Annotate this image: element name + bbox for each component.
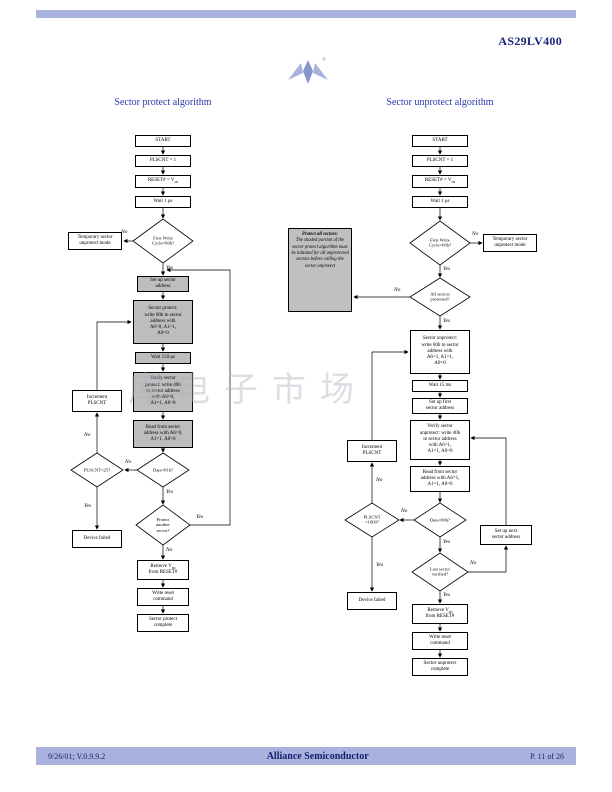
footer-date-version: 9/26/01; V.0.9.9.2 — [48, 751, 106, 761]
yes-label: Yes — [196, 514, 204, 520]
verify-unprotect-box: Verify sector unprotect: write 40h to se… — [410, 420, 470, 460]
first-write-label-right: First Write Cycle=60h? — [428, 237, 452, 248]
note-title: Protect all sectors: — [302, 232, 338, 237]
wait-1us-box-right: Wait 1 μs — [412, 196, 468, 208]
increment-plscnt-box-right: Increment PLSCNT — [347, 440, 397, 462]
sector-unprotect-box: Sector unprotect: write 60h to sector ad… — [410, 330, 470, 374]
all-sectors-decision — [409, 277, 471, 317]
data-00h-label: Data=00h? — [429, 517, 451, 523]
yes-label: Yes — [166, 489, 174, 495]
reset-vid-box-right: RESET# = VID — [412, 175, 468, 188]
yes-label: Yes — [443, 318, 451, 324]
header-bar — [36, 10, 576, 18]
no-label: No — [472, 231, 479, 237]
wait-1us-box-left: Wait 1 μs — [135, 196, 191, 208]
protect-another-decision — [135, 504, 191, 546]
yes-label: Yes — [84, 503, 92, 509]
first-write-decision-left — [132, 218, 194, 264]
plscnt-box-left: PLSCNT = 1 — [135, 155, 191, 167]
protect-all-sectors-note: Protect all sectors: The shaded portion … — [288, 228, 352, 312]
yes-label: Yes — [166, 265, 174, 271]
footer-company: Alliance Semiconductor — [266, 750, 369, 762]
temp-unprotect-box-left: Temporary sector unprotect mode — [68, 232, 122, 250]
start-box-left: START — [135, 135, 191, 147]
first-write-label-left: First Write Cycle=60h? — [151, 235, 175, 246]
last-sector-label: Last sector verified? — [429, 566, 451, 577]
temp-unprotect-box-right: Temporary sector unprotect mode — [483, 234, 537, 252]
last-sector-decision — [411, 552, 469, 592]
yes-label: Yes — [443, 539, 451, 545]
plscnt-25-label: PLSCNT=25? — [83, 467, 111, 473]
read-sector-box-left: Read from sector address with A6=0, A1=1… — [133, 420, 193, 448]
plscnt-25-decision — [70, 452, 124, 488]
read-sector-box-right: Read from sector address with A6=1, A1=1… — [410, 466, 470, 492]
no-label: No — [121, 229, 128, 235]
plscnt-1000-label: PLSCNT =1000? — [363, 514, 381, 525]
plscnt-box-right: PLSCNT = 1 — [412, 155, 468, 167]
yes-label: Yes — [376, 562, 384, 568]
doc-title: AS29LV400 — [498, 34, 562, 48]
left-chart-title: Sector protect algorithm — [114, 97, 212, 108]
yes-label: Yes — [443, 592, 451, 598]
verify-protect-box: Verify sector protect: write 40h to sect… — [133, 372, 193, 412]
note-body: The shaded portion of the sector protect… — [291, 238, 349, 269]
protect-another-label: Protect another sector? — [156, 517, 170, 533]
write-reset-box-left: Write reset command — [137, 588, 189, 606]
unprotect-complete-box: Sector unprotect complete — [412, 658, 468, 676]
wait-15ms-box: Wait 15 ms — [412, 380, 468, 392]
no-label: No — [376, 477, 383, 483]
no-label: No — [394, 287, 401, 293]
data-01h-decision — [136, 452, 190, 488]
all-sectors-label: All sectors protected? — [430, 291, 450, 302]
right-chart-title: Sector unprotect algorithm — [386, 97, 494, 108]
no-label: No — [401, 508, 408, 514]
setup-first-sector-box: Set up first sector address — [412, 398, 468, 414]
reset-vid-box-left: RESET# = VID — [135, 175, 191, 188]
protect-complete-box: Sector protect complete — [137, 614, 189, 632]
setup-next-sector-box: Set up next sector address — [480, 525, 532, 545]
data-01h-label: Data=01h? — [152, 467, 174, 473]
no-label: No — [84, 432, 91, 438]
start-box-right: START — [412, 135, 468, 147]
footer-page-number: P. 11 of 26 — [530, 751, 564, 761]
wait-150us-box: Wait 150 μs — [135, 352, 191, 364]
first-write-decision-right — [409, 220, 471, 266]
alliance-logo-icon — [286, 58, 330, 88]
device-failed-box-left: Device failed — [72, 530, 122, 548]
setup-sector-box: Set up sector address — [137, 276, 189, 292]
footer-bar: 9/26/01; V.0.9.9.2 Alliance Semiconducto… — [36, 747, 576, 765]
device-failed-box-right: Device failed — [347, 592, 397, 610]
data-00h-decision — [413, 502, 467, 538]
write-reset-box-right: Write reset command — [412, 632, 468, 650]
registered-mark-icon: ® — [322, 58, 326, 63]
no-label: No — [470, 560, 477, 566]
plscnt-1000-decision — [344, 502, 400, 538]
sector-protect-box: Sector protect: write 60h to sector addr… — [133, 300, 193, 344]
yes-label: Yes — [443, 266, 451, 272]
increment-plscnt-box-left: Increment PLSCNT — [72, 390, 122, 412]
no-label: No — [125, 459, 132, 465]
no-label: No — [166, 547, 173, 553]
